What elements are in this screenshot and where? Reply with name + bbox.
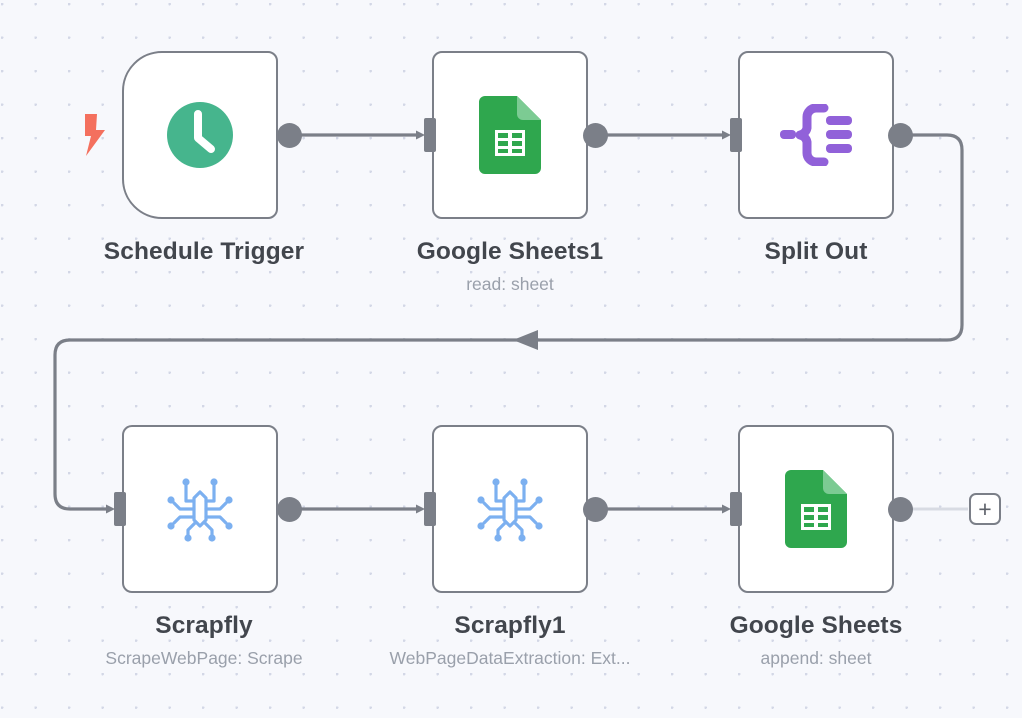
google-sheets-icon <box>778 470 854 548</box>
node-scrapfly-1[interactable] <box>432 425 588 593</box>
node-google-sheets-1[interactable] <box>432 51 588 219</box>
node-split-out[interactable] <box>738 51 894 219</box>
node-schedule-trigger[interactable] <box>122 51 278 219</box>
node-label-scrapfly-1: Scrapfly1 <box>454 612 566 639</box>
node-label-google-sheets: Google Sheets <box>729 612 903 639</box>
edge-splitout-to-scrapfly[interactable] <box>53 133 964 514</box>
output-port-schedule-trigger[interactable] <box>277 123 302 148</box>
input-port-google-sheets-1[interactable] <box>424 118 436 152</box>
add-node-button[interactable]: + <box>969 493 1001 525</box>
scrapfly-bug-icon <box>472 471 548 547</box>
node-subtitle-scrapfly: ScrapeWebPage: Scrape <box>105 648 303 668</box>
node-label-google-sheets-1: Google Sheets1 <box>416 238 604 265</box>
scrapfly-bug-icon <box>162 471 238 547</box>
input-port-google-sheets[interactable] <box>730 492 742 526</box>
output-port-scrapfly[interactable] <box>277 497 302 522</box>
node-label-split-out: Split Out <box>764 238 868 265</box>
output-port-google-sheets-1[interactable] <box>583 123 608 148</box>
node-label-schedule-trigger: Schedule Trigger <box>103 238 305 265</box>
trigger-bolt-icon <box>82 114 108 156</box>
node-subtitle-google-sheets: append: sheet <box>760 648 872 668</box>
node-subtitle-google-sheets-1: read: sheet <box>466 274 554 294</box>
output-port-split-out[interactable] <box>888 123 913 148</box>
google-sheets-icon <box>472 96 548 174</box>
input-port-scrapfly[interactable] <box>114 492 126 526</box>
node-label-scrapfly: Scrapfly <box>155 612 253 639</box>
output-port-google-sheets[interactable] <box>888 497 913 522</box>
edge-splitout-direction-arrow <box>513 330 538 350</box>
node-google-sheets[interactable] <box>738 425 894 593</box>
input-port-scrapfly-1[interactable] <box>424 492 436 526</box>
node-scrapfly[interactable] <box>122 425 278 593</box>
split-out-icon <box>778 97 854 173</box>
clock-icon <box>162 97 238 173</box>
node-subtitle-scrapfly-1: WebPageDataExtraction: Ext... <box>389 648 631 668</box>
output-port-scrapfly-1[interactable] <box>583 497 608 522</box>
input-port-split-out[interactable] <box>730 118 742 152</box>
